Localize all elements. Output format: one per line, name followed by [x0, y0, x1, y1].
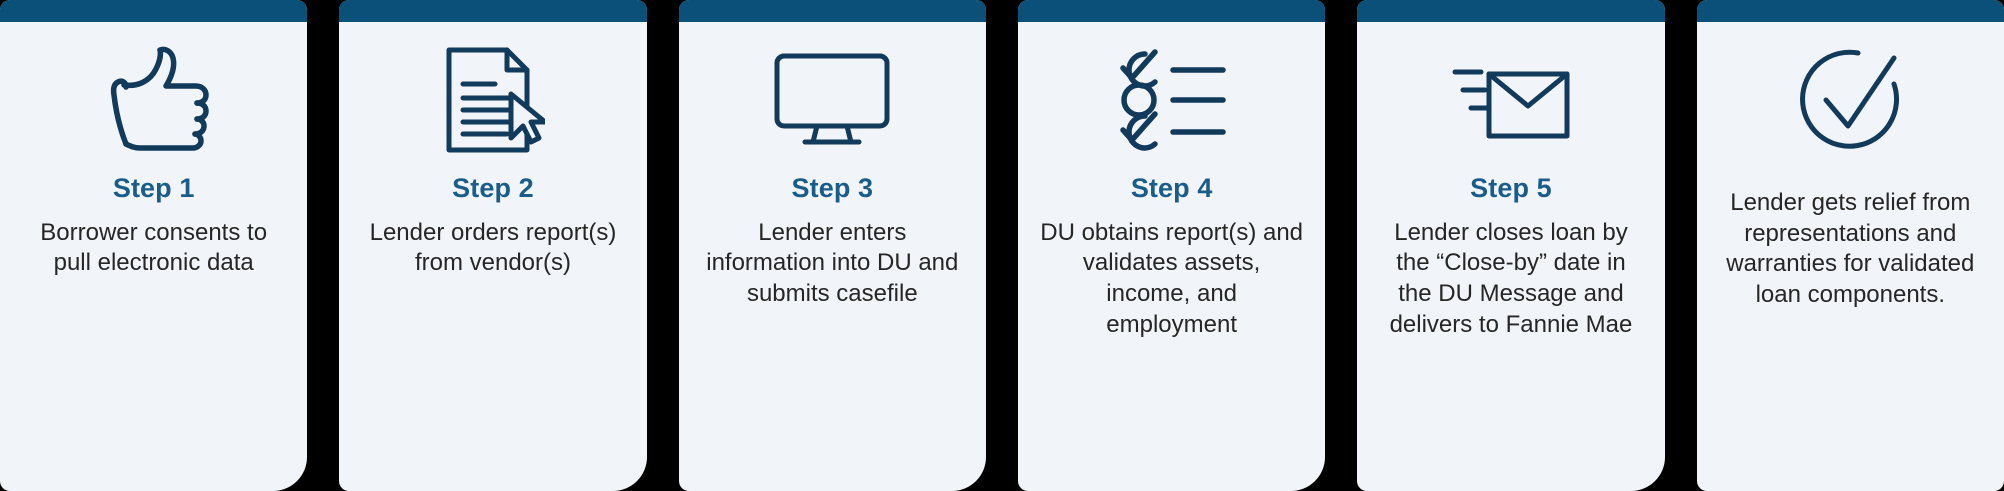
step-card-1[interactable]: Step 1 Borrower consents to pull electro…: [0, 0, 308, 491]
card-top-bar: [1017, 0, 1326, 22]
envelope-send-icon: [1357, 22, 1664, 170]
card-text-1: Step 1 Borrower consents to pull electro…: [0, 170, 307, 279]
step-title: Step 4: [1130, 173, 1213, 203]
step-card-5[interactable]: Step 5 Lender closes loan by the “Close-…: [1357, 0, 1665, 491]
step-card-3[interactable]: Step 3 Lender enters information into DU…: [678, 0, 986, 491]
step-description: DU obtains report(s) and validates asset…: [1040, 218, 1304, 338]
card-top-bar: [339, 0, 647, 22]
check-circle-icon: [1697, 22, 2004, 170]
card-text-4: Step 4 DU obtains report(s) and validate…: [1018, 170, 1325, 341]
step-card-2[interactable]: Step 2 Lender orders report(s) from vend…: [339, 0, 647, 491]
card-text-5: Step 5 Lender closes loan by the “Close-…: [1357, 170, 1664, 341]
step-description: Lender orders report(s) from vendor(s): [369, 218, 617, 277]
thumbs-up-icon: [0, 22, 307, 170]
step-description: Borrower consents to pull electronic dat…: [40, 218, 268, 277]
card-top-bar: [678, 0, 986, 22]
step-card-6[interactable]: Lender gets relief from representations …: [1696, 0, 2004, 491]
card-top-bar: [0, 0, 308, 22]
step-description: Lender closes loan by the “Close-by” dat…: [1389, 218, 1633, 338]
card-text-6: Lender gets relief from representations …: [1697, 170, 2004, 311]
step-description: Lender gets relief from representations …: [1726, 189, 1975, 309]
step-title: Step 3: [791, 173, 874, 203]
step-title: Step 2: [452, 173, 534, 203]
step-title: Step 1: [112, 173, 195, 203]
monitor-icon: [679, 22, 986, 170]
card-top-bar: [1696, 0, 2004, 22]
document-cursor-icon: [339, 22, 646, 170]
step-description: Lender enters information into DU and su…: [706, 218, 959, 308]
card-text-3: Step 3 Lender enters information into DU…: [679, 170, 986, 310]
step-card-4[interactable]: Step 4 DU obtains report(s) and validate…: [1017, 0, 1326, 491]
step-title: Step 5: [1470, 173, 1552, 203]
checklist-icon: [1018, 22, 1325, 170]
card-text-2: Step 2 Lender orders report(s) from vend…: [339, 170, 646, 279]
card-top-bar: [1357, 0, 1665, 22]
